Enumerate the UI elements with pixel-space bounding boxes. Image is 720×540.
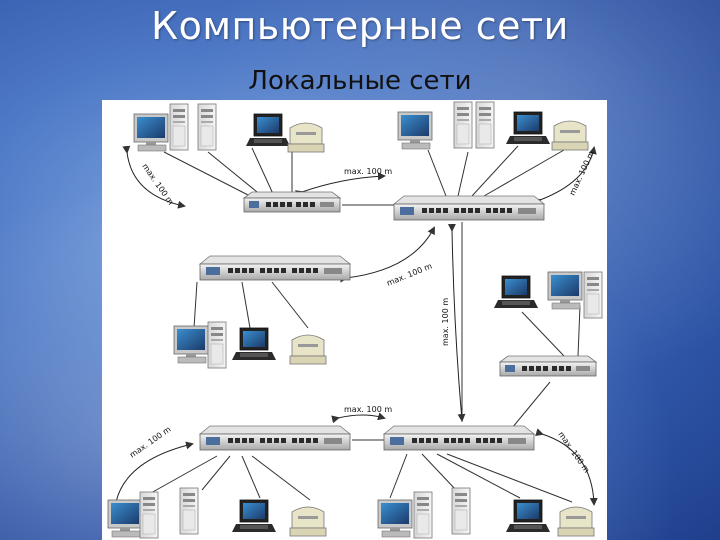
distance-label: max. 100 m bbox=[140, 162, 175, 207]
computer-tower-icon bbox=[453, 101, 473, 149]
network-diagram-panel: max. 100 m max. 100 m max. 100 m max. 10… bbox=[102, 100, 607, 540]
laptop-icon bbox=[231, 499, 277, 533]
laptop-icon bbox=[493, 275, 539, 309]
computer-monitor-icon bbox=[173, 325, 209, 364]
hub-small-right-icon bbox=[499, 355, 597, 377]
workstation-group-bottom-right bbox=[377, 487, 595, 539]
computer-tower-icon bbox=[197, 103, 217, 151]
hub-a-icon bbox=[243, 191, 341, 213]
computer-tower-icon bbox=[583, 271, 603, 319]
printer-icon bbox=[289, 334, 327, 365]
distance-label: max. 100 m bbox=[441, 298, 450, 346]
switch-b-icon bbox=[393, 195, 545, 221]
laptop-icon bbox=[505, 111, 551, 145]
distance-label: max. 100 m bbox=[344, 167, 392, 176]
computer-monitor-icon bbox=[133, 113, 169, 152]
slide-subtitle: Локальные сети bbox=[248, 66, 472, 96]
computer-tower-icon bbox=[475, 101, 495, 149]
workstation-group-right bbox=[493, 271, 603, 319]
computer-tower-icon bbox=[451, 487, 471, 535]
printer-icon bbox=[551, 120, 589, 151]
distance-arrows bbox=[110, 145, 598, 509]
printer-icon bbox=[287, 122, 325, 153]
printer-icon bbox=[289, 506, 327, 537]
computer-tower-icon bbox=[179, 487, 199, 535]
computer-monitor-icon bbox=[107, 499, 143, 538]
slide-title: Компьютерные сети bbox=[151, 4, 569, 48]
laptop-icon bbox=[505, 499, 551, 533]
laptop-icon bbox=[245, 113, 291, 147]
printer-icon bbox=[557, 506, 595, 537]
computer-tower-icon bbox=[169, 103, 189, 151]
network-diagram: max. 100 m max. 100 m max. 100 m max. 10… bbox=[107, 101, 603, 539]
computer-tower-icon bbox=[413, 491, 433, 539]
computer-tower-icon bbox=[139, 491, 159, 539]
computer-monitor-icon bbox=[377, 499, 413, 538]
computer-monitor-icon bbox=[397, 111, 433, 150]
hub-d-icon bbox=[199, 425, 351, 451]
distance-label: max. 100 m bbox=[568, 149, 597, 197]
hub-c-icon bbox=[199, 255, 351, 281]
laptop-icon bbox=[231, 327, 277, 361]
workstation-group-top-left bbox=[133, 103, 325, 153]
distance-label: max. 100 m bbox=[344, 405, 392, 414]
computer-monitor-icon bbox=[547, 271, 583, 310]
workstation-group-bottom-left bbox=[107, 487, 327, 539]
distance-label: max. 100 m bbox=[128, 425, 173, 460]
switch-e-icon bbox=[383, 425, 535, 451]
workstation-group-middle-left bbox=[173, 321, 327, 369]
distance-label: max. 100 m bbox=[556, 430, 591, 475]
workstation-group-top-right bbox=[397, 101, 589, 151]
computer-tower-icon bbox=[207, 321, 227, 369]
